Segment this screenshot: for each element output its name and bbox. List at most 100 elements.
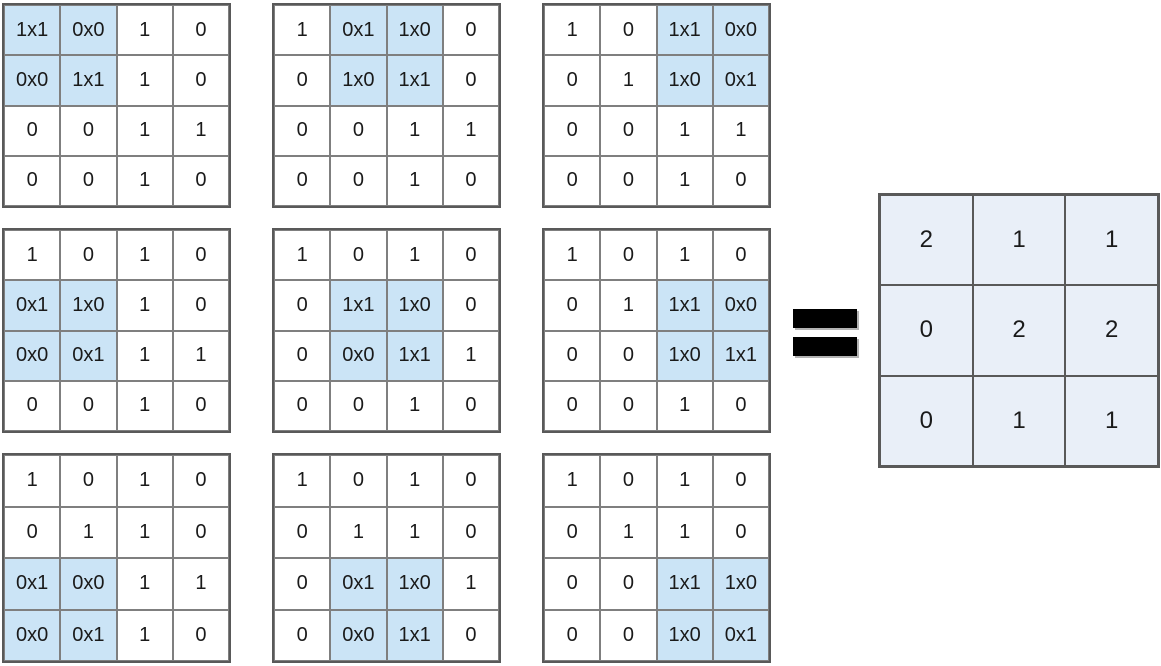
output-cell: 1: [972, 195, 1066, 286]
matrix-cell: 0: [330, 105, 387, 156]
matrix-cell: 0: [60, 230, 117, 281]
equals-icon: [793, 309, 857, 356]
matrix-cell: 0: [442, 5, 499, 56]
matrix-cell: 0: [544, 280, 601, 331]
matrix-cell: 1: [600, 55, 657, 106]
matrix-cell: 1: [116, 105, 173, 156]
matrix-cell-highlighted: 1x0: [386, 558, 443, 610]
output-cell: 1: [972, 375, 1066, 466]
output-cell: 2: [880, 195, 973, 286]
matrix-cell: 0: [442, 455, 499, 507]
matrix-cell: 1: [656, 230, 713, 281]
matrix-cell: 0: [712, 155, 769, 206]
matrix-cell-highlighted: 1x0: [60, 280, 117, 331]
matrix-cell-highlighted: 1x0: [330, 55, 387, 106]
matrix-cell: 1: [442, 558, 499, 610]
matrix-cell: 0: [544, 609, 601, 661]
matrix-cell: 0: [544, 55, 601, 106]
matrix-cell: 0: [442, 609, 499, 661]
matrix-cell-highlighted: 1x0: [386, 5, 443, 56]
matrix-cell: 1: [386, 380, 443, 431]
matrix-cell-highlighted: 1x0: [656, 330, 713, 381]
equals-bar-top: [793, 309, 857, 328]
matrix-cell-highlighted: 1x1: [386, 330, 443, 381]
matrix-cell: 0: [600, 155, 657, 206]
matrix-cell: 0: [330, 230, 387, 281]
output-cell: 0: [880, 375, 973, 466]
matrix-cell-highlighted: 0x0: [330, 609, 387, 661]
matrix-cell: 0: [544, 105, 601, 156]
matrix-cell: 1: [712, 105, 769, 156]
matrix-cell: 0: [330, 455, 387, 507]
matrix-cell: 1: [656, 105, 713, 156]
matrix-cell: 0: [544, 330, 601, 381]
matrix-cell-highlighted: 1x1: [4, 5, 61, 56]
matrix-cell: 1: [116, 5, 173, 56]
matrix-cell-highlighted: 1x1: [386, 55, 443, 106]
matrix-cell-highlighted: 0x0: [4, 609, 61, 661]
matrix-cell: 0: [274, 558, 331, 610]
matrix-cell-highlighted: 0x0: [60, 5, 117, 56]
matrix-cell-highlighted: 0x0: [712, 5, 769, 56]
matrix-cell: 0: [442, 506, 499, 558]
matrix-cell: 0: [172, 5, 229, 56]
matrix-cell: 0: [4, 155, 61, 206]
matrix-cell: 1: [116, 55, 173, 106]
matrix-cell: 1: [544, 5, 601, 56]
matrix-cell-highlighted: 0x1: [60, 330, 117, 381]
matrix-cell-highlighted: 1x1: [60, 55, 117, 106]
matrix-cell: 1: [116, 330, 173, 381]
matrix-cell: 1: [116, 380, 173, 431]
matrix-cell: 1: [172, 558, 229, 610]
matrix-cell-highlighted: 0x0: [330, 330, 387, 381]
matrix-cell: 1: [116, 155, 173, 206]
output-cell: 1: [1065, 195, 1158, 286]
matrix-cell: 0: [442, 55, 499, 106]
matrix-cell: 1: [172, 105, 229, 156]
matrix-cell: 0: [274, 609, 331, 661]
matrix-cell: 0: [600, 380, 657, 431]
matrix-cell-highlighted: 1x1: [712, 330, 769, 381]
matrix-cell: 0: [4, 105, 61, 156]
matrix-cell-highlighted: 0x1: [712, 55, 769, 106]
matrix-cell-highlighted: 1x0: [712, 558, 769, 610]
matrix-cell-highlighted: 0x0: [60, 558, 117, 610]
matrix-cell: 0: [172, 280, 229, 331]
matrix-cell: 1: [116, 280, 173, 331]
matrix-cell: 0: [172, 609, 229, 661]
matrix-cell-highlighted: 1x1: [386, 609, 443, 661]
matrix-cell: 1: [656, 380, 713, 431]
matrix-cell: 1: [656, 155, 713, 206]
matrix-cell: 0: [600, 330, 657, 381]
matrix-cell: 1: [274, 230, 331, 281]
matrix-cell: 0: [274, 330, 331, 381]
matrix-cell: 1: [544, 455, 601, 507]
matrix-cell: 0: [600, 105, 657, 156]
output-matrix: 2 1 1 0 2 2 0 1 1: [878, 193, 1160, 468]
matrix-cell: 0: [274, 55, 331, 106]
matrix-cell-highlighted: 1x1: [330, 280, 387, 331]
matrix-cell: 1: [656, 506, 713, 558]
matrix-cell-highlighted: 0x1: [712, 609, 769, 661]
matrix-cell: 0: [600, 5, 657, 56]
matrix-cell: 1: [116, 230, 173, 281]
matrix-cell: 0: [172, 230, 229, 281]
matrix-cell: 1: [330, 506, 387, 558]
matrix-cell: 1: [386, 155, 443, 206]
matrix-cell: 1: [60, 506, 117, 558]
matrix-cell: 0: [60, 455, 117, 507]
matrix-cell: 0: [544, 380, 601, 431]
matrix-cell: 1: [600, 506, 657, 558]
matrix-cell: 0: [172, 506, 229, 558]
matrix-cell: 0: [274, 380, 331, 431]
matrix-cell: 0: [442, 230, 499, 281]
matrix-cell: 0: [442, 155, 499, 206]
matrix-cell: 1: [116, 558, 173, 610]
matrix-cell: 0: [600, 558, 657, 610]
